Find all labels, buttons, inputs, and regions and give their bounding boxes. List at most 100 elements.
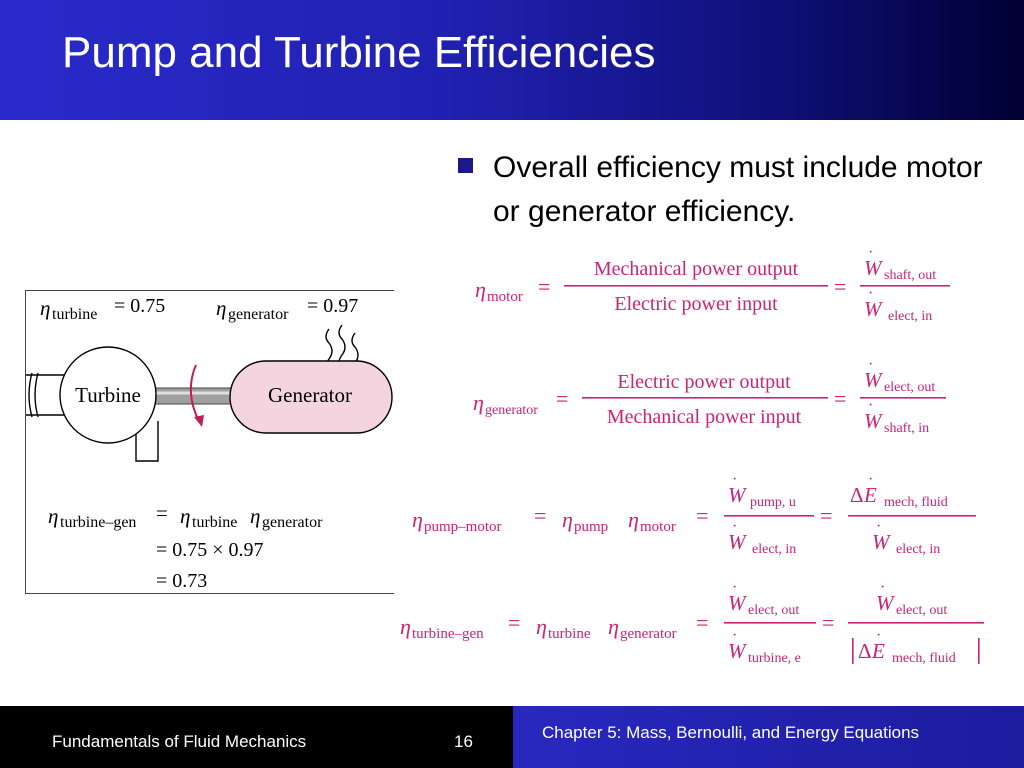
svg-text:E: E xyxy=(871,639,885,663)
svg-text:·: · xyxy=(880,579,885,596)
eta-generator-value: = 0.97 xyxy=(307,295,358,317)
slide-title: Pump and Turbine Efficiencies xyxy=(62,28,656,77)
equation-turbine-generator-efficiency: η turbine–gen = η turbine η generator = … xyxy=(400,579,984,666)
eta-turbine-sub: turbine xyxy=(52,306,97,323)
svg-text:=: = xyxy=(556,386,568,411)
svg-text:·: · xyxy=(868,397,873,414)
svg-text:W: W xyxy=(728,591,748,615)
svg-text:·: · xyxy=(868,356,873,373)
svg-text:motor: motor xyxy=(487,289,523,305)
svg-text:η: η xyxy=(628,507,639,532)
svg-text:η: η xyxy=(562,507,573,532)
svg-text:·: · xyxy=(732,471,737,488)
footer-course-title: Fundamentals of Fluid Mechanics xyxy=(52,732,307,751)
svg-text:η: η xyxy=(250,504,260,528)
svg-text:generator: generator xyxy=(620,626,677,642)
svg-text:shaft, in: shaft, in xyxy=(884,421,929,436)
svg-text:η: η xyxy=(412,507,423,532)
svg-text:η: η xyxy=(180,504,190,528)
svg-text:W: W xyxy=(872,530,892,554)
svg-text:=: = xyxy=(508,610,520,635)
eta-symbol: η xyxy=(40,296,50,320)
svg-text:η: η xyxy=(400,614,411,639)
calc-line-2: = 0.75 × 0.97 xyxy=(156,539,264,561)
svg-text:·: · xyxy=(732,579,737,596)
svg-text:W: W xyxy=(876,591,896,615)
equation-generator-efficiency: η generator = Electric power output Mech… xyxy=(473,356,946,436)
svg-text:η: η xyxy=(473,390,484,415)
calc-line-3: = 0.73 xyxy=(156,570,207,592)
heat-loss-icon xyxy=(351,332,359,364)
svg-text:Δ: Δ xyxy=(850,483,864,507)
turbine-label: Turbine xyxy=(75,383,141,407)
turbine-generator-figure: η turbine = 0.75 η generator = 0.97 Turb… xyxy=(25,290,394,594)
bullet-square-icon xyxy=(458,158,473,173)
footer-chapter-title: Chapter 5: Mass, Bernoulli, and Energy E… xyxy=(542,723,920,742)
svg-text:=: = xyxy=(834,274,846,299)
inlet-pipe-cut xyxy=(28,372,33,418)
eta-symbol: η xyxy=(216,296,226,320)
turbine-generator-diagram: η turbine = 0.75 η generator = 0.97 Turb… xyxy=(26,295,393,592)
footer-left: Fundamentals of Fluid Mechanics 16 xyxy=(0,706,513,768)
svg-text:=: = xyxy=(834,386,846,411)
svg-text:motor: motor xyxy=(640,519,676,535)
svg-text:W: W xyxy=(864,409,884,433)
svg-text:=: = xyxy=(156,501,168,525)
svg-text:·: · xyxy=(868,471,873,488)
svg-text:=: = xyxy=(538,274,550,299)
equation-pump-motor-efficiency: η pump–motor = η pump η motor = W · pump… xyxy=(412,471,976,557)
svg-text:=: = xyxy=(820,503,832,528)
title-bar: Pump and Turbine Efficiencies xyxy=(0,0,1024,120)
svg-text:pump: pump xyxy=(574,519,608,535)
turbine-body xyxy=(59,346,157,444)
svg-text:=: = xyxy=(822,610,834,635)
svg-text:mech, fluid: mech, fluid xyxy=(892,651,956,666)
eta-turbine-value: = 0.75 xyxy=(114,295,165,317)
svg-text:elect, out: elect, out xyxy=(896,603,947,618)
svg-text:elect, in: elect, in xyxy=(896,542,940,557)
svg-text:W: W xyxy=(728,639,748,663)
svg-text:Δ: Δ xyxy=(858,639,872,663)
svg-text:·: · xyxy=(868,244,873,261)
svg-text:η: η xyxy=(536,614,547,639)
svg-text:Mechanical power input: Mechanical power input xyxy=(607,406,802,428)
svg-text:W: W xyxy=(864,297,884,321)
svg-text:=: = xyxy=(696,610,708,635)
svg-text:E: E xyxy=(863,483,877,507)
svg-text:Electric power output: Electric power output xyxy=(617,371,791,393)
svg-text:mech, fluid: mech, fluid xyxy=(884,495,948,510)
svg-text:pump–motor: pump–motor xyxy=(424,519,502,535)
svg-text:shaft, out: shaft, out xyxy=(884,268,936,283)
eta-turbine-gen-sub: turbine–gen xyxy=(60,514,136,531)
svg-text:W: W xyxy=(728,530,748,554)
svg-text:η: η xyxy=(608,614,619,639)
svg-text:=: = xyxy=(696,503,708,528)
footer-right: Chapter 5: Mass, Bernoulli, and Energy E… xyxy=(513,706,1024,768)
equation-motor-efficiency: η motor = Mechanical power output Electr… xyxy=(475,244,950,324)
svg-text:·: · xyxy=(732,627,737,644)
svg-text:Electric power input: Electric power input xyxy=(614,293,778,315)
svg-text:W: W xyxy=(728,483,748,507)
outlet-pipe xyxy=(135,421,159,462)
svg-text:pump, u: pump, u xyxy=(750,495,796,510)
svg-text:generator: generator xyxy=(262,514,323,531)
bullet-text: Overall efficiency must include motor or… xyxy=(493,151,983,228)
svg-text:elect, in: elect, in xyxy=(888,309,932,324)
svg-text:W: W xyxy=(864,256,884,280)
svg-text:turbine, e: turbine, e xyxy=(748,651,801,666)
svg-text:turbine: turbine xyxy=(192,514,237,531)
efficiency-equations: η motor = Mechanical power output Electr… xyxy=(400,244,984,666)
svg-text:generator: generator xyxy=(485,403,538,418)
generator-label: Generator xyxy=(268,383,352,407)
svg-text:·: · xyxy=(868,285,873,302)
svg-text:elect, in: elect, in xyxy=(752,542,796,557)
svg-text:·: · xyxy=(876,627,881,644)
svg-text:·: · xyxy=(876,518,881,535)
svg-text:turbine–gen: turbine–gen xyxy=(412,626,484,642)
svg-text:elect, out: elect, out xyxy=(748,603,799,618)
generator-body xyxy=(229,360,393,434)
svg-text:Mechanical power output: Mechanical power output xyxy=(594,258,799,280)
inlet-pipe-cut xyxy=(34,372,39,418)
svg-text:elect, out: elect, out xyxy=(884,380,935,395)
svg-text:turbine: turbine xyxy=(548,626,591,642)
